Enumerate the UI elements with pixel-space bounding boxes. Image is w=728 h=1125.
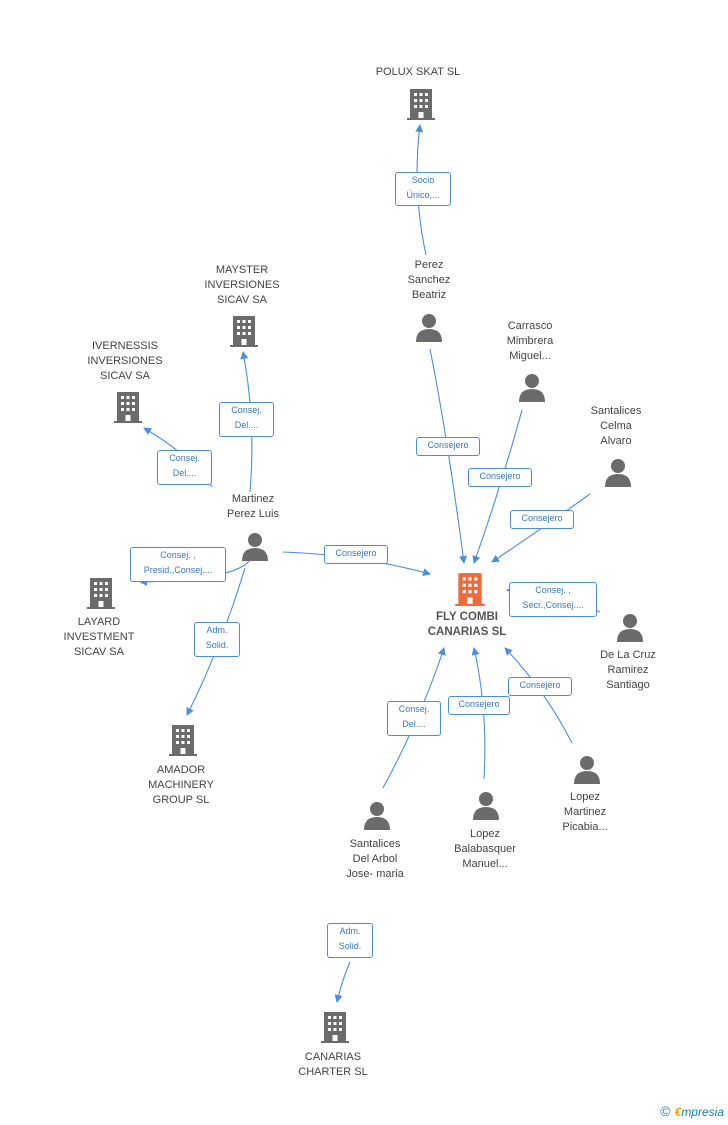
brand-letter: €: [674, 1105, 682, 1119]
person-icon[interactable]: [363, 801, 391, 831]
company-label-ivernessis[interactable]: IVERNESSIS INVERSIONES SICAV SA: [87, 340, 163, 382]
building-icon[interactable]: [86, 576, 116, 610]
edge-label-e13[interactable]: Consej. Del....: [387, 701, 441, 736]
edge-label-e14[interactable]: Adm. Solid.: [327, 923, 373, 958]
company-label-layard[interactable]: LAYARD INVESTMENT SICAV SA: [63, 616, 135, 658]
edge-label-e9[interactable]: Consejero: [510, 510, 574, 529]
edge-label-e5[interactable]: Adm. Solid.: [194, 622, 240, 657]
person-icon[interactable]: [241, 532, 269, 562]
company-label-polux[interactable]: POLUX SKAT SL: [375, 66, 461, 78]
person-label-martinez[interactable]: Martinez Perez Luis: [227, 493, 279, 520]
edge-label-e7[interactable]: Consejero: [416, 437, 480, 456]
building-icon[interactable]: [229, 314, 259, 348]
person-label-carrasco[interactable]: Carrasco Mimbrera Miguel...: [506, 320, 554, 362]
edge-label-e12[interactable]: Consejero: [448, 696, 510, 715]
edge-label-e10[interactable]: Consej. , Secr.,Consej....: [509, 582, 597, 617]
company-label-mayster[interactable]: MAYSTER INVERSIONES SICAV SA: [204, 264, 280, 306]
brand-logo: ©€mpresia: [660, 1103, 724, 1119]
person-icon[interactable]: [604, 458, 632, 488]
person-icon[interactable]: [472, 791, 500, 821]
person-label-picabia[interactable]: Lopez Martinez Picabia...: [562, 791, 608, 833]
edge-label-e3[interactable]: Consej. Del....: [157, 450, 212, 485]
center-company-label[interactable]: FLY COMBI CANARIAS SL: [427, 611, 507, 638]
person-label-perez[interactable]: Perez Sanchez Beatriz: [407, 259, 451, 301]
edge-line-e8: [472, 409, 523, 564]
edge-label-e6[interactable]: Consejero: [324, 545, 388, 564]
brand-name: mpresia: [681, 1105, 724, 1119]
edge-label-e11[interactable]: Consejero: [508, 677, 572, 696]
person-icon[interactable]: [616, 613, 644, 643]
building-icon[interactable]: [320, 1010, 350, 1044]
edge-label-e8[interactable]: Consejero: [468, 468, 532, 487]
edge-label-e4[interactable]: Consej. , Presid.,Consej....: [130, 547, 226, 582]
center-building-icon[interactable]: [454, 571, 486, 607]
edge-line-e14: [334, 961, 351, 1003]
copyright-icon: ©: [660, 1103, 671, 1119]
person-icon[interactable]: [573, 755, 601, 785]
edge-label-e2[interactable]: Consej. Del....: [219, 402, 274, 437]
company-label-amador[interactable]: AMADOR MACHINERY GROUP SL: [148, 764, 214, 806]
person-label-balabasquer[interactable]: Lopez Balabasquer Manuel...: [454, 828, 516, 870]
person-icon[interactable]: [415, 313, 443, 343]
edge-line-e7: [429, 348, 468, 564]
person-label-santalices-arbol[interactable]: Santalices Del Arbol Jose- maria: [346, 838, 404, 880]
person-icon[interactable]: [518, 373, 546, 403]
company-label-canarias-charter[interactable]: CANARIAS CHARTER SL: [298, 1051, 368, 1078]
edge-label-e1[interactable]: Socio Único,...: [395, 172, 451, 206]
person-label-delacruz[interactable]: De La Cruz Ramirez Santiago: [600, 649, 656, 691]
building-icon[interactable]: [168, 723, 198, 757]
building-icon[interactable]: [406, 87, 436, 121]
person-label-santalices-celma[interactable]: Santalices Celma Alvaro: [590, 405, 642, 447]
building-icon[interactable]: [113, 390, 143, 424]
